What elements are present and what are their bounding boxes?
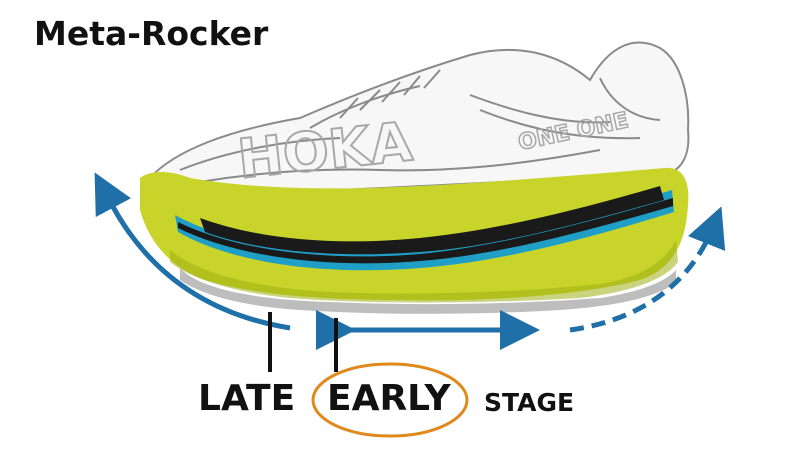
early-highlight-ring — [311, 362, 469, 438]
late-stage-label: LATE — [198, 378, 296, 419]
toe-rocker-arrow — [569, 206, 726, 333]
midsole — [140, 167, 689, 301]
diagram-title: Meta-Rocker — [34, 14, 269, 53]
midsole-stripe-black-wide — [200, 186, 664, 255]
outsole — [180, 268, 676, 314]
heel-rocker-arrow — [94, 172, 291, 331]
midsole-stripe-black — [178, 198, 673, 264]
stage-word-label: STAGE — [484, 388, 575, 417]
early-stage-label: EARLY — [327, 378, 451, 419]
